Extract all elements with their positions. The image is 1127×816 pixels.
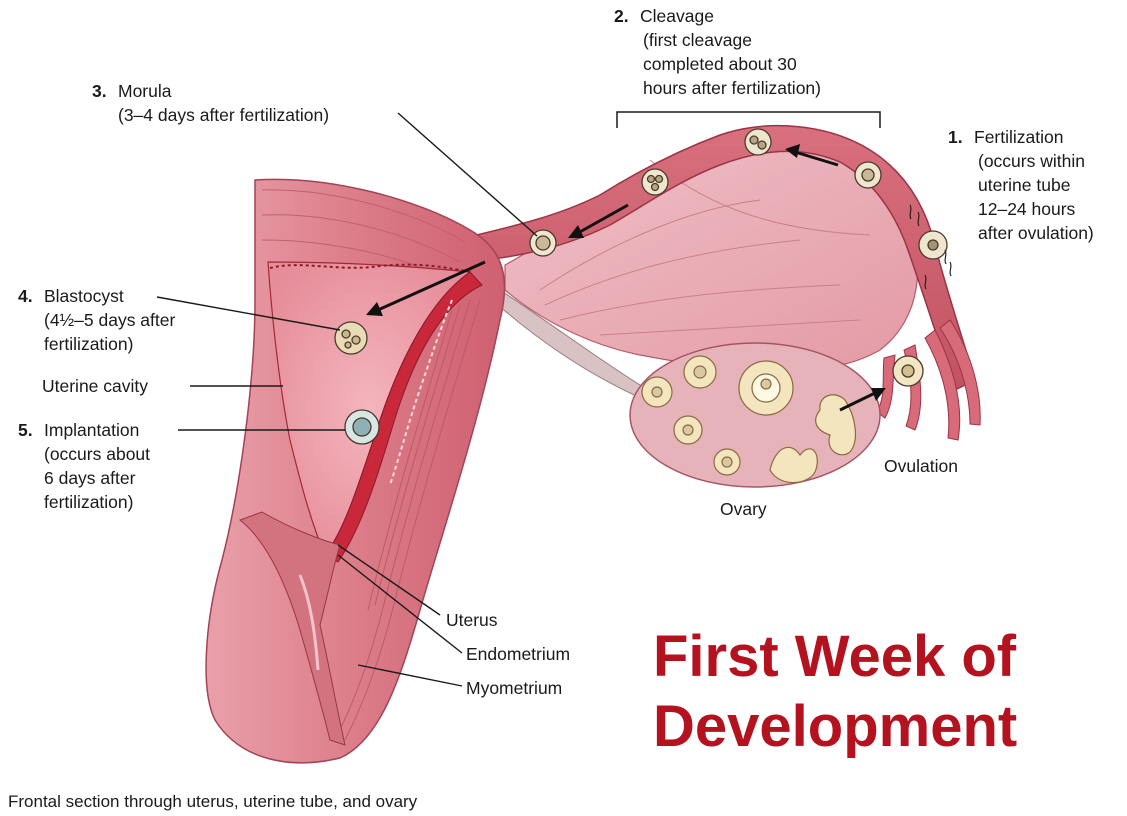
embryo-stages (334, 128, 948, 445)
label-line: completed about 30 (643, 54, 797, 74)
sperm (909, 204, 952, 290)
label-line: (3–4 days after fertilization) (118, 105, 330, 125)
label-line: (occurs within (978, 151, 1085, 171)
label-line: (4½–5 days after (44, 310, 176, 330)
label-line: (first cleavage (643, 30, 752, 50)
label-uterine-cavity: Uterine cavity (42, 376, 149, 396)
cervix (238, 511, 346, 746)
label-heading: Morula (118, 81, 172, 101)
leader-lines (156, 112, 538, 687)
label-implantation: 5. Implantation (occurs about 6 days afte… (18, 418, 150, 514)
label-cleavage: 2. Cleavage (first cleavage completed abo… (614, 4, 821, 100)
label-fertilization: 1. Fertilization (occurs within uterine t… (948, 125, 1094, 245)
label-number: 4. (18, 286, 33, 306)
endometrium (324, 271, 483, 563)
label-heading: Fertilization (974, 127, 1064, 147)
label-blastocyst: 4. Blastocyst (4½–5 days after fertilizat… (18, 284, 175, 356)
label-heading: Implantation (44, 420, 140, 440)
label-line: 6 days after (44, 468, 136, 488)
slide-title: First Week of Development (653, 622, 1017, 762)
label-heading: Cleavage (640, 6, 714, 26)
ovarian-follicles (641, 355, 857, 484)
label-line: hours after fertilization) (643, 78, 821, 98)
label-endometrium: Endometrium (466, 644, 571, 664)
figure-caption: Frontal section through uterus, uterine … (8, 792, 418, 811)
label-heading: Blastocyst (44, 286, 124, 306)
label-number: 5. (18, 420, 33, 440)
label-line: (occurs about (44, 444, 151, 464)
label-line: fertilization) (44, 492, 134, 512)
label-line: 12–24 hours (978, 199, 1076, 219)
movement-arrows (366, 144, 886, 412)
label-line: uterine tube (978, 175, 1071, 195)
cleavage-bracket (616, 111, 881, 128)
label-ovary: Ovary (720, 499, 767, 519)
label-number: 3. (92, 81, 107, 101)
label-morula: 3. Morula (3–4 days after fertilization) (92, 79, 329, 127)
label-myometrium: Myometrium (466, 678, 563, 698)
label-line: fertilization) (44, 334, 134, 354)
label-uterus: Uterus (446, 610, 498, 630)
title-line-2: Development (653, 694, 1018, 759)
label-number: 1. (948, 127, 963, 147)
label-ovulation: Ovulation (884, 456, 958, 476)
title-line-1: First Week of (653, 624, 1017, 689)
label-number: 2. (614, 6, 629, 26)
label-line: after ovulation) (978, 223, 1094, 243)
